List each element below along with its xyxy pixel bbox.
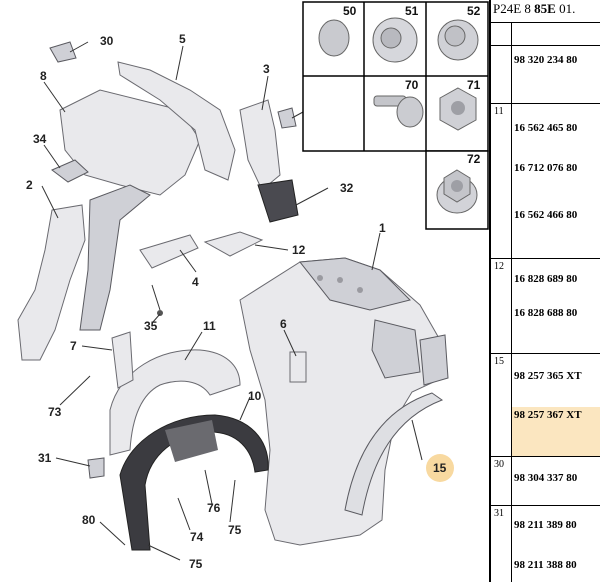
callout-31: 31 [38, 451, 52, 465]
callout-2: 2 [26, 178, 33, 192]
group-label: 12 [494, 261, 504, 272]
inset-label-52: 52 [467, 4, 481, 18]
callout-3: 3 [263, 62, 270, 76]
callout-35: 35 [144, 319, 158, 333]
group-label: 30 [494, 459, 504, 470]
fastener-inset-grid: 50 51 52 70 71 72 [302, 1, 489, 230]
callout-8: 8 [40, 69, 47, 83]
inset-label-51: 51 [405, 4, 419, 18]
callout-80: 80 [82, 513, 96, 527]
part-2-inner-pillar[interactable] [17, 204, 86, 361]
group-label: 11 [494, 106, 504, 117]
part-number-row[interactable]: 98 211 389 80 [514, 519, 577, 531]
inset-label-70: 70 [405, 78, 419, 92]
part-15-wheel-arch-moulding[interactable] [344, 392, 444, 516]
part-12-plate[interactable] [203, 231, 264, 257]
part-number-row[interactable]: 98 257 365 XT [514, 370, 582, 382]
highlighted-row [512, 407, 600, 456]
part-1-rear-quarter-panel[interactable] [239, 257, 449, 546]
part-number-row[interactable]: 98 320 234 80 [514, 54, 578, 66]
callout-1: 1 [379, 221, 386, 235]
fastener-72-flange-nut[interactable] [436, 169, 478, 214]
part-35-fastener[interactable] [151, 284, 163, 316]
part-34-clip[interactable] [51, 159, 89, 183]
part-3-bracket[interactable] [239, 99, 281, 191]
callout-labels: 1 2 3 4 5 6 7 8 10 11 12 15 30 31 32 33 … [26, 32, 447, 571]
part-33-clip[interactable] [277, 107, 297, 129]
callout-5: 5 [179, 32, 186, 46]
callout-73: 73 [48, 405, 62, 419]
part-number-row[interactable]: 98 211 388 80 [514, 559, 577, 571]
inset-label-72: 72 [467, 152, 481, 166]
part-31-clip[interactable] [87, 457, 105, 479]
callout-6: 6 [280, 317, 287, 331]
callout-32: 32 [340, 181, 354, 195]
fastener-71-nut[interactable] [439, 87, 477, 131]
fastener-52-cap[interactable] [437, 19, 479, 61]
inset-label-71: 71 [467, 78, 481, 92]
callout-75-bottom: 75 [189, 557, 203, 571]
fastener-70-bolt[interactable] [373, 95, 424, 128]
part-number-row[interactable]: 16 562 466 80 [514, 209, 578, 221]
callout-10: 10 [248, 389, 262, 403]
table-header: P24E 8 85E 01. [493, 1, 576, 16]
part-7-bracket[interactable] [111, 331, 134, 389]
group-label: 15 [494, 356, 504, 367]
part-number-row-highlighted[interactable]: 98 257 367 XT [514, 409, 582, 421]
leader-lines [41, 41, 423, 561]
part-6-small-bracket[interactable] [289, 351, 307, 383]
part-32-box-bracket[interactable] [257, 179, 299, 223]
part-number-row[interactable]: 16 562 465 80 [514, 122, 578, 134]
callout-7: 7 [70, 339, 77, 353]
callout-76: 76 [207, 501, 221, 515]
callout-34: 34 [33, 132, 47, 146]
part-number-table: P24E 8 85E 01. 98 320 234 80 11 16 562 4… [489, 0, 600, 582]
fastener-51-grommet[interactable] [372, 17, 418, 63]
part-number-row[interactable]: 16 828 689 80 [514, 273, 578, 285]
part-5-roof-rail[interactable] [117, 61, 236, 181]
part-number-row[interactable]: 16 712 076 80 [514, 162, 578, 174]
callout-12: 12 [292, 243, 306, 257]
callout-11: 11 [203, 319, 216, 333]
part-8-upper-structure[interactable] [59, 89, 201, 331]
callout-15: 15 [433, 461, 447, 475]
fastener-50-plug[interactable] [318, 19, 350, 57]
group-label: 31 [494, 508, 504, 519]
callout-75-right: 75 [228, 523, 242, 537]
part-11-inner-wheelhouse[interactable] [109, 349, 241, 456]
part-4-support[interactable] [139, 234, 199, 269]
part-30-clip[interactable] [49, 41, 77, 63]
callout-74: 74 [190, 530, 204, 544]
callout-15-highlight-circle [426, 454, 454, 482]
part-number-row[interactable]: 98 304 337 80 [514, 472, 578, 484]
inset-label-50: 50 [343, 4, 357, 18]
part-10-wheel-arch-liner[interactable] [119, 414, 269, 551]
callout-4: 4 [192, 275, 199, 289]
callout-30: 30 [100, 34, 114, 48]
part-number-row[interactable]: 16 828 688 80 [514, 307, 578, 319]
